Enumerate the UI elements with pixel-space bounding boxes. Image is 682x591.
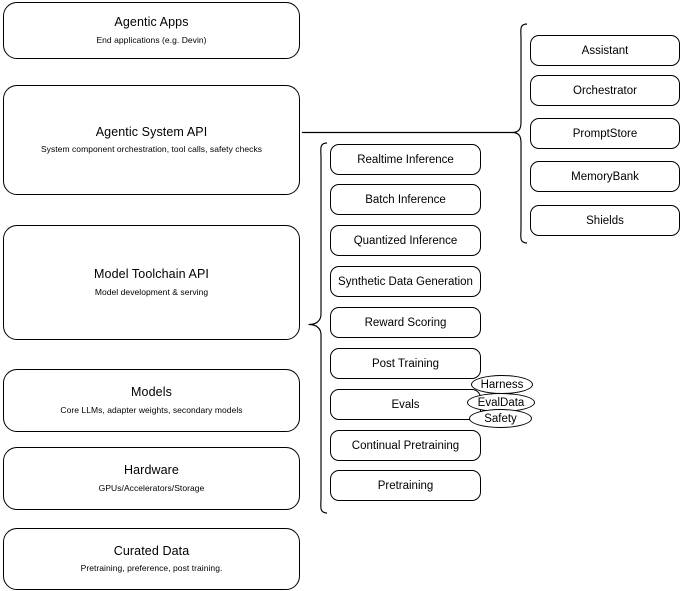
capability-label: Evals [391, 398, 420, 411]
layer-models[interactable]: Models Core LLMs, adapter weights, secon… [3, 369, 300, 432]
capability-label: Pretraining [377, 479, 434, 492]
layer-model-toolchain-api[interactable]: Model Toolchain API Model development & … [3, 225, 300, 340]
capability-label: Post Training [371, 357, 440, 370]
capability-post-training[interactable]: Post Training [330, 348, 481, 379]
layer-subtitle: System component orchestration, tool cal… [40, 144, 263, 155]
brace-toolchain-capabilities [308, 142, 328, 514]
capability-realtime-inference[interactable]: Realtime Inference [330, 144, 481, 175]
layer-title: Agentic System API [95, 124, 208, 139]
system-component-label: Orchestrator [573, 84, 637, 97]
capability-label: Synthetic Data Generation [338, 275, 473, 288]
layer-subtitle: End applications (e.g. Devin) [96, 34, 207, 45]
eval-badge-label: EvalData [477, 396, 525, 409]
capability-label: Batch Inference [365, 193, 446, 206]
layer-title: Models [131, 385, 172, 400]
system-component-label: Shields [586, 214, 624, 227]
capability-continual-pretraining[interactable]: Continual Pretraining [330, 430, 481, 461]
system-component-shields[interactable]: Shields [530, 205, 680, 236]
eval-badge-harness[interactable]: Harness [471, 375, 533, 394]
capability-batch-inference[interactable]: Batch Inference [330, 184, 481, 215]
eval-badge-label: Harness [480, 378, 524, 391]
system-component-memorybank[interactable]: MemoryBank [530, 161, 680, 192]
layer-curated-data[interactable]: Curated Data Pretraining, preference, po… [3, 528, 300, 590]
layer-agentic-apps[interactable]: Agentic Apps End applications (e.g. Devi… [3, 2, 300, 59]
layer-subtitle: Core LLMs, adapter weights, secondary mo… [60, 404, 243, 415]
brace-system-components [511, 23, 528, 244]
system-component-orchestrator[interactable]: Orchestrator [530, 75, 680, 106]
layer-title: Agentic Apps [114, 15, 189, 30]
capability-reward-scoring[interactable]: Reward Scoring [330, 307, 481, 338]
system-component-assistant[interactable]: Assistant [530, 35, 680, 66]
layer-title: Hardware [124, 463, 179, 478]
capability-label: Continual Pretraining [351, 439, 460, 452]
layer-subtitle: Pretraining, preference, post training. [80, 563, 223, 574]
capability-evals[interactable]: Evals [330, 389, 481, 420]
layer-hardware[interactable]: Hardware GPUs/Accelerators/Storage [3, 447, 300, 510]
capability-synthetic-data-generation[interactable]: Synthetic Data Generation [330, 266, 481, 297]
system-component-label: MemoryBank [571, 170, 639, 183]
layer-subtitle: Model development & serving [94, 286, 209, 297]
capability-quantized-inference[interactable]: Quantized Inference [330, 225, 481, 256]
layer-title: Model Toolchain API [94, 267, 209, 282]
system-component-label: PromptStore [572, 127, 638, 140]
eval-badge-label: Safety [484, 412, 517, 425]
layer-subtitle: GPUs/Accelerators/Storage [98, 482, 205, 493]
capability-pretraining[interactable]: Pretraining [330, 470, 481, 501]
system-component-promptstore[interactable]: PromptStore [530, 118, 680, 149]
system-component-label: Assistant [581, 44, 629, 57]
capability-label: Realtime Inference [357, 153, 454, 166]
capability-label: Quantized Inference [353, 234, 458, 247]
capability-label: Reward Scoring [364, 316, 447, 329]
layer-title: Curated Data [113, 543, 190, 558]
eval-badge-safety[interactable]: Safety [469, 409, 532, 428]
layer-agentic-system-api[interactable]: Agentic System API System component orch… [3, 85, 300, 195]
